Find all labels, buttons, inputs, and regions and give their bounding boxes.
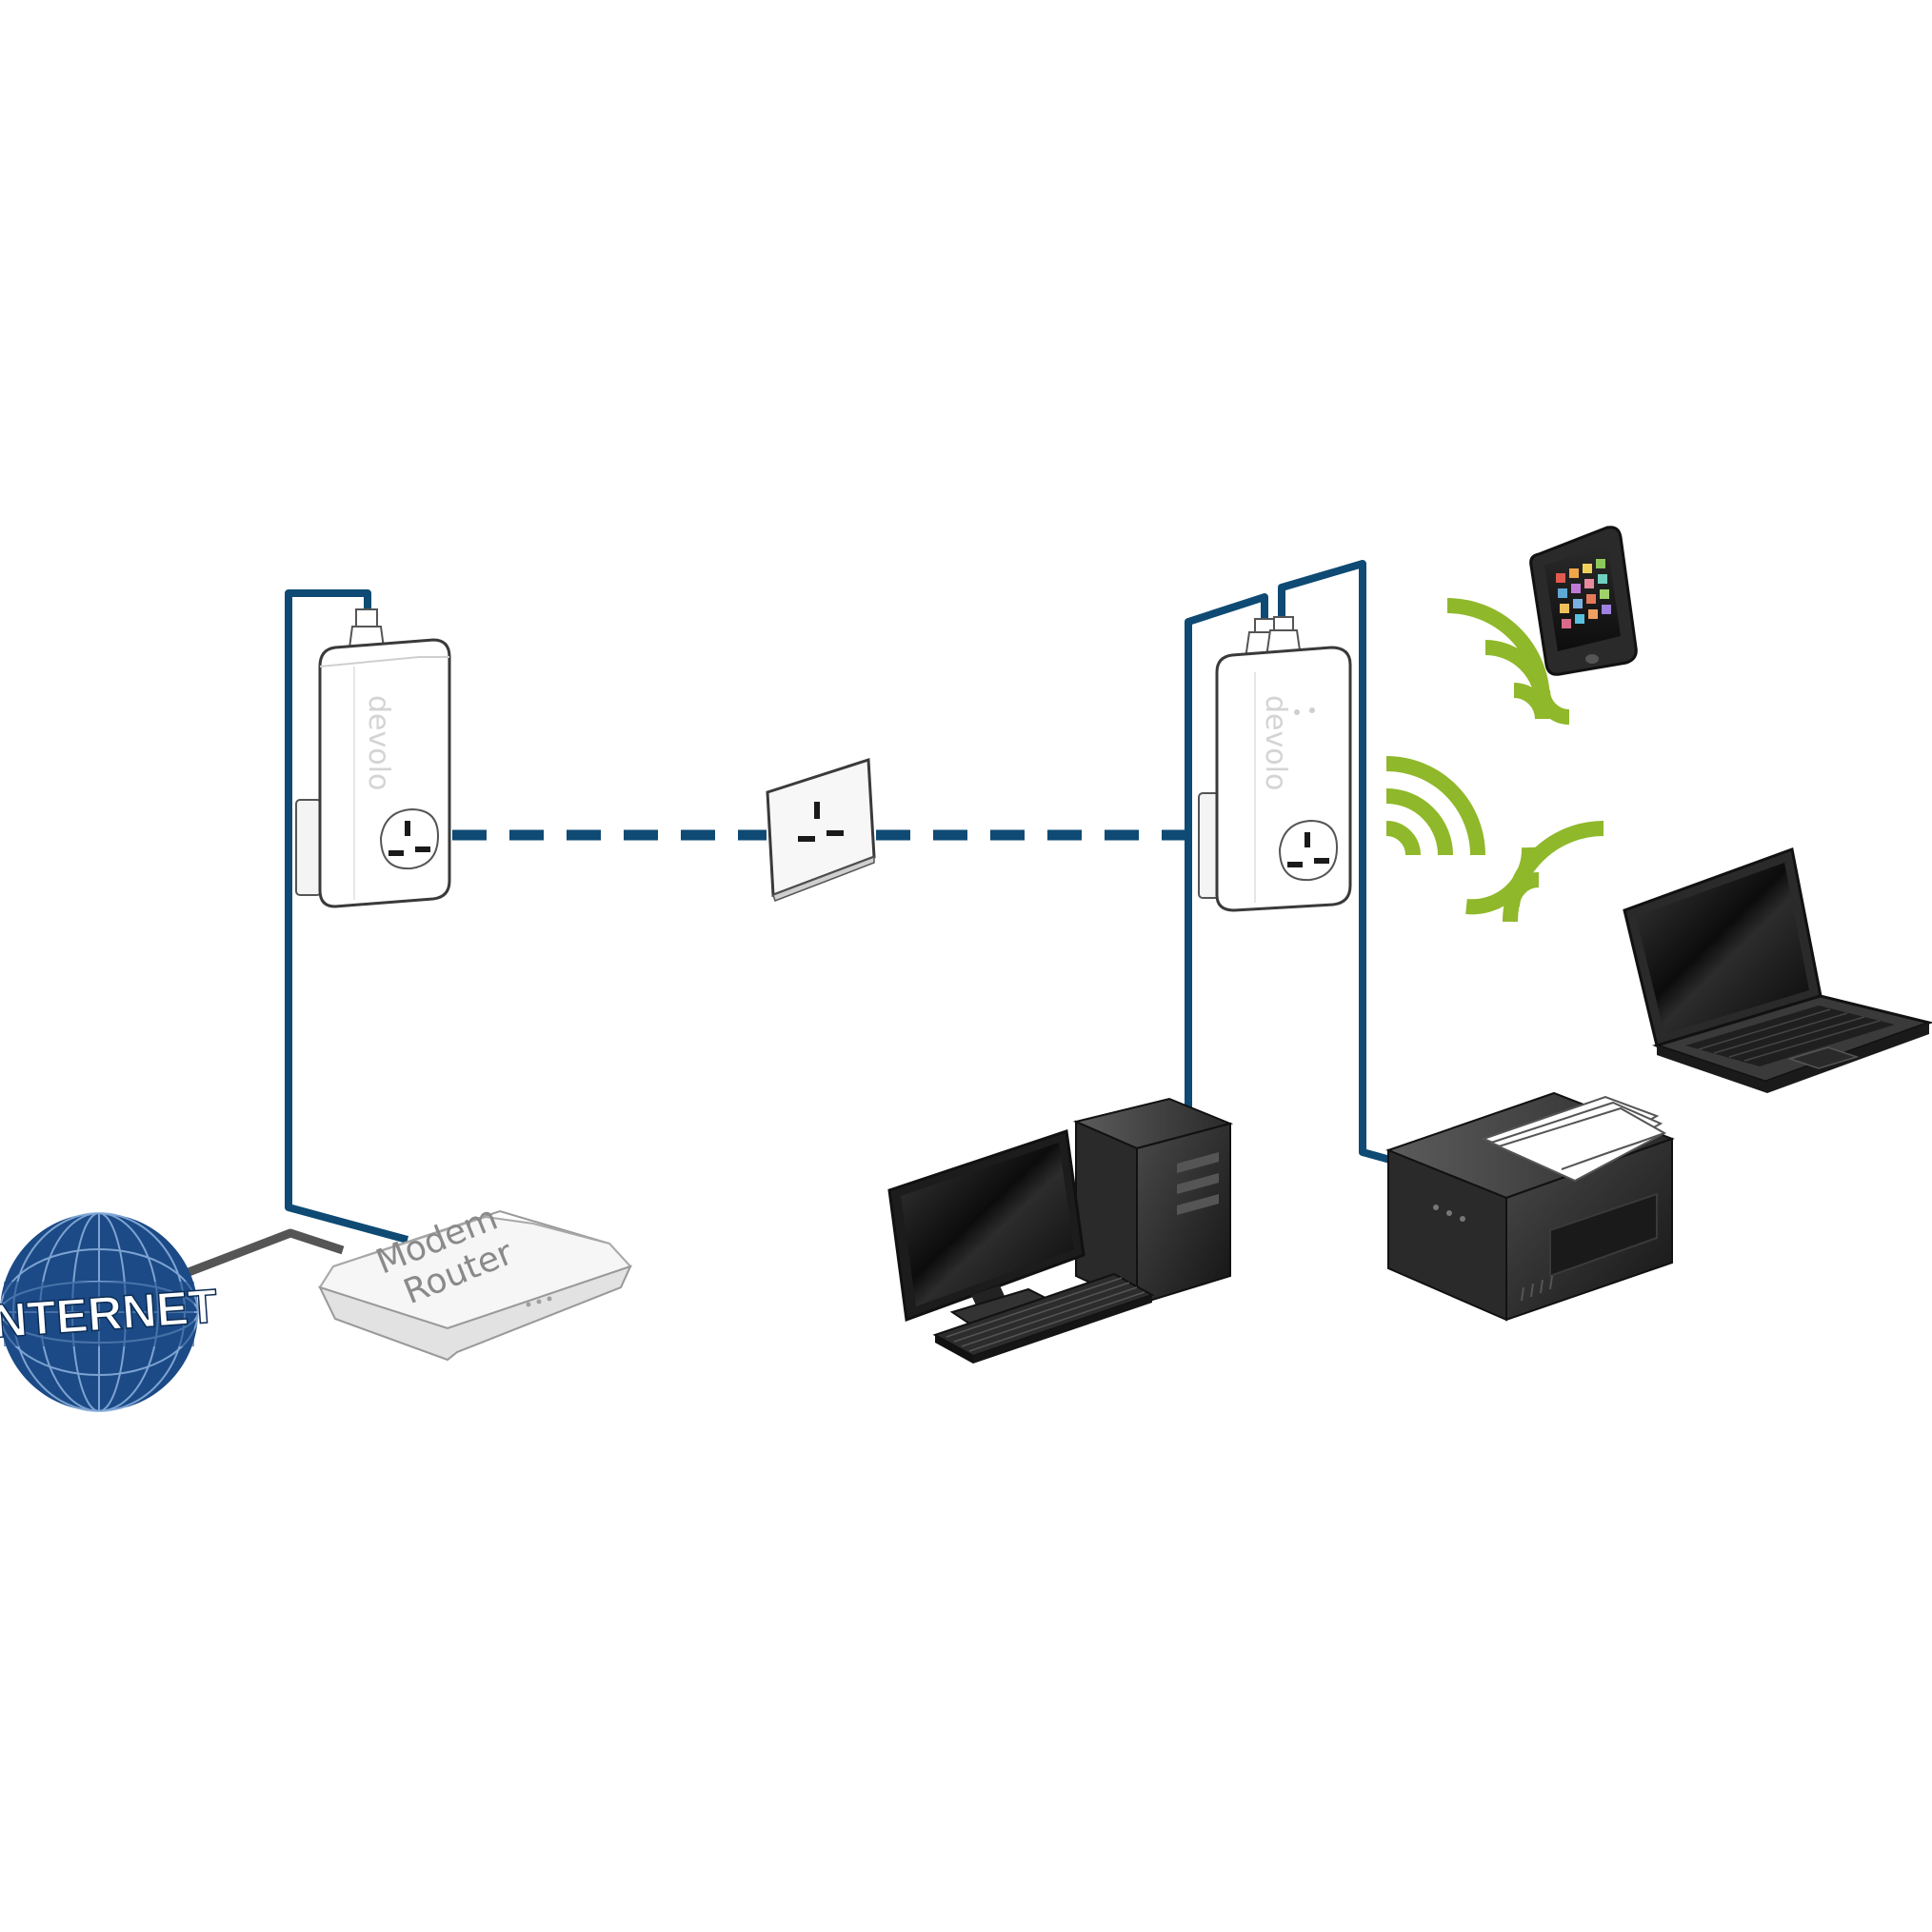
smartphone-icon bbox=[1529, 526, 1638, 676]
powerline-adapter-icon: devolo bbox=[295, 608, 451, 908]
wifi-upper-arc-3 bbox=[1446, 598, 1550, 702]
printer-icon bbox=[1385, 1091, 1675, 1322]
brand-logo-left: devolo bbox=[362, 695, 395, 790]
wifi-lower-arc-3 bbox=[1503, 821, 1604, 923]
brand-logo-right: devolo bbox=[1259, 695, 1292, 790]
wifi-middle-arc-3 bbox=[1385, 756, 1485, 856]
wifi-middle-arc-1 bbox=[1385, 821, 1421, 856]
phone-app-grid bbox=[1556, 559, 1611, 628]
printer-paper bbox=[1481, 1095, 1667, 1183]
adapter-socket-left bbox=[379, 807, 440, 870]
wifi-upper-arc-1 bbox=[1513, 683, 1550, 720]
wifi-middle-arc-2 bbox=[1385, 788, 1453, 856]
cables bbox=[187, 560, 1392, 1277]
laptop-icon bbox=[1623, 846, 1932, 1093]
wifi-arcs bbox=[1385, 598, 1604, 923]
cable-right-adapter-to-desktop bbox=[1185, 593, 1268, 1114]
desktop-computer-icon bbox=[887, 1097, 1234, 1364]
cable-right-adapter-to-printer bbox=[1278, 560, 1392, 1164]
globe-icon: INTERNET bbox=[0, 1212, 220, 1412]
cable-left-adapter-to-router bbox=[285, 589, 409, 1244]
wall-socket-icon bbox=[766, 757, 876, 902]
modem-router-icon: Modem Router bbox=[318, 1199, 632, 1362]
powerline-adapter-icon-right: devolo bbox=[1198, 616, 1352, 912]
adapter-socket-right bbox=[1278, 819, 1339, 882]
cable-internet-to-router bbox=[187, 1228, 345, 1277]
